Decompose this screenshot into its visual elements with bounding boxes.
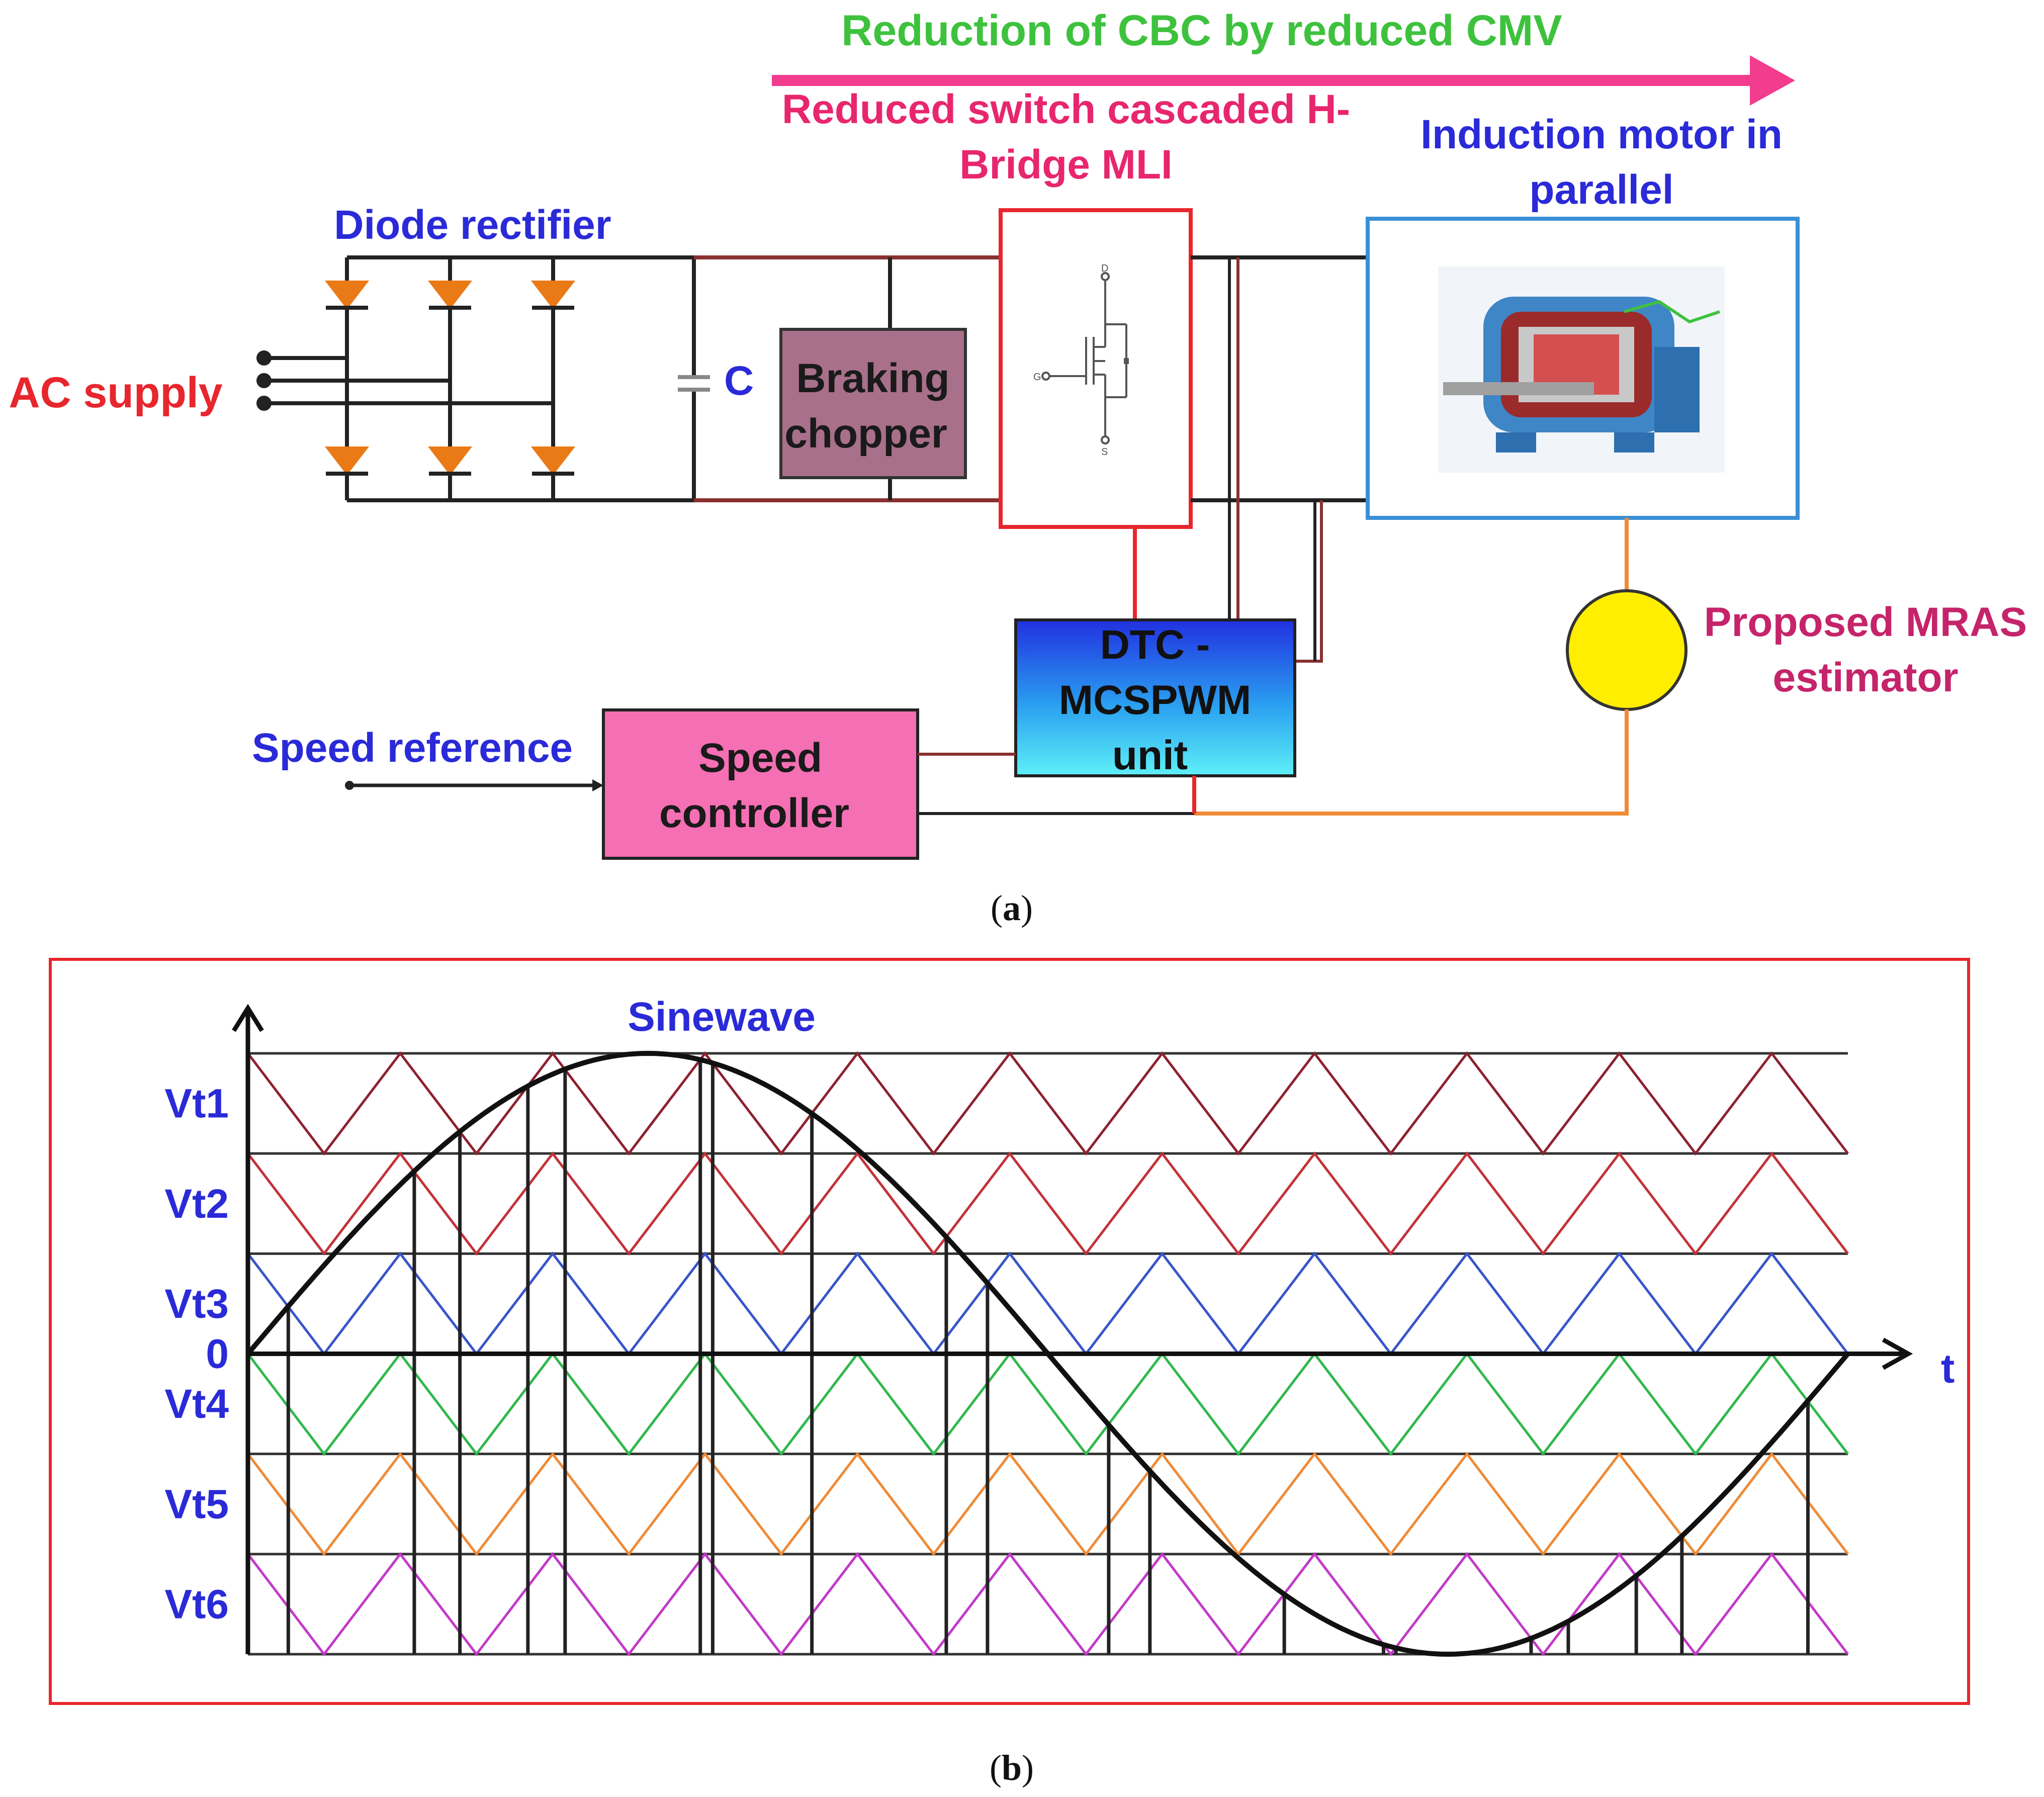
diode-icon (530, 446, 576, 476)
speed-reference-arrowhead-icon (592, 779, 603, 791)
braking-chopper-box (779, 328, 967, 479)
diode-rectifier-label: Diode rectifier (334, 202, 611, 248)
mras-feedback-line (1194, 709, 1629, 816)
caption-b: (b) (990, 1748, 1034, 1788)
carrier-vt2 (247, 1151, 1849, 1256)
ac-input-lines (256, 350, 553, 411)
cbc-reduction-title: Reduction of CBC by reduced CMV (841, 7, 1562, 55)
mras-label-line2: estimator (1772, 655, 1958, 700)
motor-label-line2: parallel (1529, 167, 1673, 213)
carrier-vt6 (247, 1552, 1849, 1657)
braking-chopper-label-line2: chopper (784, 411, 947, 457)
dtc-label-line2: MCSPWM (1059, 677, 1252, 723)
carrier-vt4 (247, 1352, 1849, 1456)
dtc-mcspwm-unit-box (1014, 618, 1296, 777)
diode-icon (427, 446, 473, 476)
cbc-reduction-arrowhead-icon (1750, 55, 1795, 106)
diode-icon (530, 281, 576, 310)
y-axis-arrowhead-icon (232, 1004, 264, 1032)
dtc-label-line3: unit (1112, 733, 1188, 778)
y-tick-label: Vt5 (164, 1481, 229, 1527)
mosfet-source-label: S (1101, 446, 1108, 458)
x-axis-label: t (1941, 1346, 1954, 1392)
diode-rectifier-bridge (324, 255, 694, 502)
x-axis-arrowhead-icon (1882, 1337, 1913, 1370)
mosfet-gate-label: G (1033, 372, 1041, 383)
h-bridge-mli-box (999, 208, 1193, 529)
y-tick-label: 0 (206, 1331, 229, 1377)
carrier-vt5 (247, 1452, 1849, 1556)
carrier-vt3 (247, 1251, 1849, 1356)
capacitor-label: C (724, 358, 754, 404)
mli-label-line1: Reduced switch cascaded H- (782, 86, 1350, 132)
diode-icon (324, 281, 370, 310)
mras-label-line1: Proposed MRAS (1704, 599, 2027, 645)
braking-chopper-label-line1: Braking (796, 355, 949, 401)
speed-controller-label-line1: Speed (698, 735, 822, 781)
mosfet-drain-label: D (1101, 263, 1108, 274)
y-tick-label: Vt1 (164, 1081, 229, 1127)
y-tick-label: Vt6 (164, 1581, 229, 1627)
mli-motor-connections (1191, 255, 1368, 663)
motor-label-line1: Induction motor in (1420, 112, 1783, 157)
panel-a-diagram: Reduction of CBC by reduced CMV AC suppl… (9, 7, 2027, 928)
y-tick-label: Vt3 (164, 1281, 229, 1327)
y-tick-label: Vt2 (164, 1181, 229, 1227)
speed-controller-label-line2: controller (659, 790, 849, 836)
ac-supply-label: AC supply (9, 369, 222, 417)
y-tick-label: Vt4 (164, 1381, 229, 1427)
dtc-label-line1: DTC - (1100, 622, 1210, 668)
speed-controller-box (602, 708, 919, 860)
mras-estimator-circle (1566, 589, 1687, 711)
dc-capacitor (676, 375, 712, 392)
speed-reference-label: Speed reference (252, 725, 573, 771)
mli-label-line2: Bridge MLI (959, 142, 1173, 188)
diode-icon (427, 281, 473, 310)
chart-frame (49, 958, 1970, 1705)
caption-a: (a) (991, 888, 1033, 928)
mosfet-icon (1041, 272, 1127, 444)
induction-motor-image (1438, 266, 1725, 473)
diode-icon (324, 446, 370, 476)
carrier-vt1 (247, 1051, 1849, 1156)
chart-title: Sinewave (628, 994, 816, 1040)
